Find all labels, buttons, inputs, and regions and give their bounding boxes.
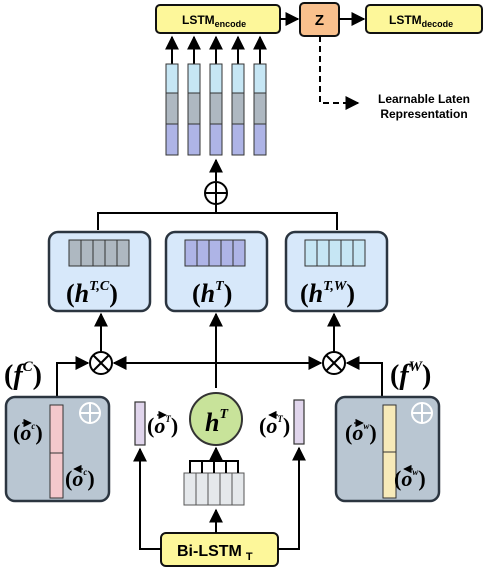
- left-vec-base: o: [154, 413, 165, 438]
- dashed-arrow-latent: [319, 36, 360, 110]
- encoded-vector-stack: [165, 35, 267, 156]
- right-context-box: (ow) (ow): [334, 395, 441, 503]
- hidden-box-tw: (hT,W): [284, 230, 389, 313]
- right-vec-sup: T: [277, 414, 283, 424]
- left-box-bottom-sup: c: [83, 467, 87, 477]
- vector-column-2: [187, 63, 201, 156]
- hidden-t-sup: T: [215, 279, 225, 294]
- bilstm-label: Bi-LSTM: [177, 543, 242, 560]
- svg-text:(oT): (oT): [259, 413, 290, 438]
- latent-label-line1: Learnable Laten: [378, 92, 470, 106]
- lstm-decode-label: LSTM: [389, 13, 422, 27]
- hidden-box-t: (hT): [164, 230, 269, 313]
- arrow-bilstm-to-left-vec: [133, 447, 161, 550]
- latent-label-line2: Representation: [380, 107, 467, 121]
- hidden-tw-base: h: [309, 279, 323, 308]
- fw-sup: W: [409, 359, 424, 375]
- svg-text:hT: hT: [205, 407, 229, 437]
- right-add-icon: [411, 402, 433, 424]
- arrow-fc-to-mult: [56, 356, 90, 400]
- hidden-tw-sup: T,W: [323, 279, 348, 294]
- left-context-box: (oc) (oc): [4, 395, 111, 503]
- svg-text:(oT): (oT): [147, 413, 178, 438]
- svg-text:(ow): (ow): [345, 420, 377, 445]
- hidden-tc-base: h: [75, 279, 89, 308]
- left-vec-sup: T: [165, 414, 171, 424]
- arrow-fw-to-mult: [345, 356, 383, 400]
- concat-icon: [204, 181, 228, 205]
- fc-sup: C: [23, 359, 34, 375]
- bilstm-sequence-cells: [183, 472, 245, 506]
- svg-text:(oc): (oc): [13, 420, 43, 445]
- svg-text:LSTMencode: LSTMencode: [182, 13, 246, 29]
- fw-base: f: [399, 360, 411, 391]
- bilstm-sub: T: [246, 551, 253, 563]
- lstm-encode-sub: encode: [215, 19, 247, 29]
- lstm-encode-label: LSTM: [182, 13, 215, 27]
- svg-text:(oc): (oc): [65, 466, 95, 491]
- svg-text:(hT,W): (hT,W): [300, 279, 355, 308]
- left-box-top-sup: c: [31, 421, 35, 431]
- vector-column-3: [209, 63, 223, 156]
- right-box-top-sup: w: [363, 421, 370, 431]
- arrow-bilstm-to-right-vec: [278, 446, 306, 550]
- svg-text:(hT): (hT): [192, 279, 232, 308]
- svg-text:LSTMdecode: LSTMdecode: [389, 13, 453, 29]
- svg-text:(ow): (ow): [394, 466, 426, 491]
- vector-column-5: [253, 63, 267, 156]
- svg-text:(hT,C): (hT,C): [66, 279, 118, 308]
- concat-bracket: [97, 204, 338, 230]
- lstm-decode-sub: decode: [422, 19, 454, 29]
- vector-column-1: [165, 63, 179, 156]
- center-node-base: h: [205, 408, 219, 437]
- multiply-right-icon: [322, 351, 346, 375]
- fc-base: f: [13, 360, 25, 391]
- right-small-vector: [293, 399, 305, 445]
- left-small-vector: [134, 401, 146, 446]
- hidden-box-tc: (hT,C): [47, 230, 152, 313]
- z-label: Z: [315, 12, 324, 29]
- center-node-sup: T: [219, 407, 229, 422]
- left-add-icon: [79, 402, 101, 424]
- comb-to-center-node: [189, 460, 239, 473]
- vector-column-4: [231, 63, 245, 156]
- multiply-left-icon: [89, 351, 113, 375]
- hidden-t-base: h: [201, 279, 215, 308]
- hidden-tc-sup: T,C: [89, 279, 110, 294]
- center-hidden-node: hT: [189, 392, 243, 446]
- right-box-bottom-sup: w: [412, 467, 419, 477]
- svg-text:(fW): (fW): [390, 359, 431, 391]
- svg-text:(fC): (fC): [4, 359, 42, 391]
- lstm-decode-box: [365, 4, 483, 34]
- right-vec-base: o: [266, 413, 277, 438]
